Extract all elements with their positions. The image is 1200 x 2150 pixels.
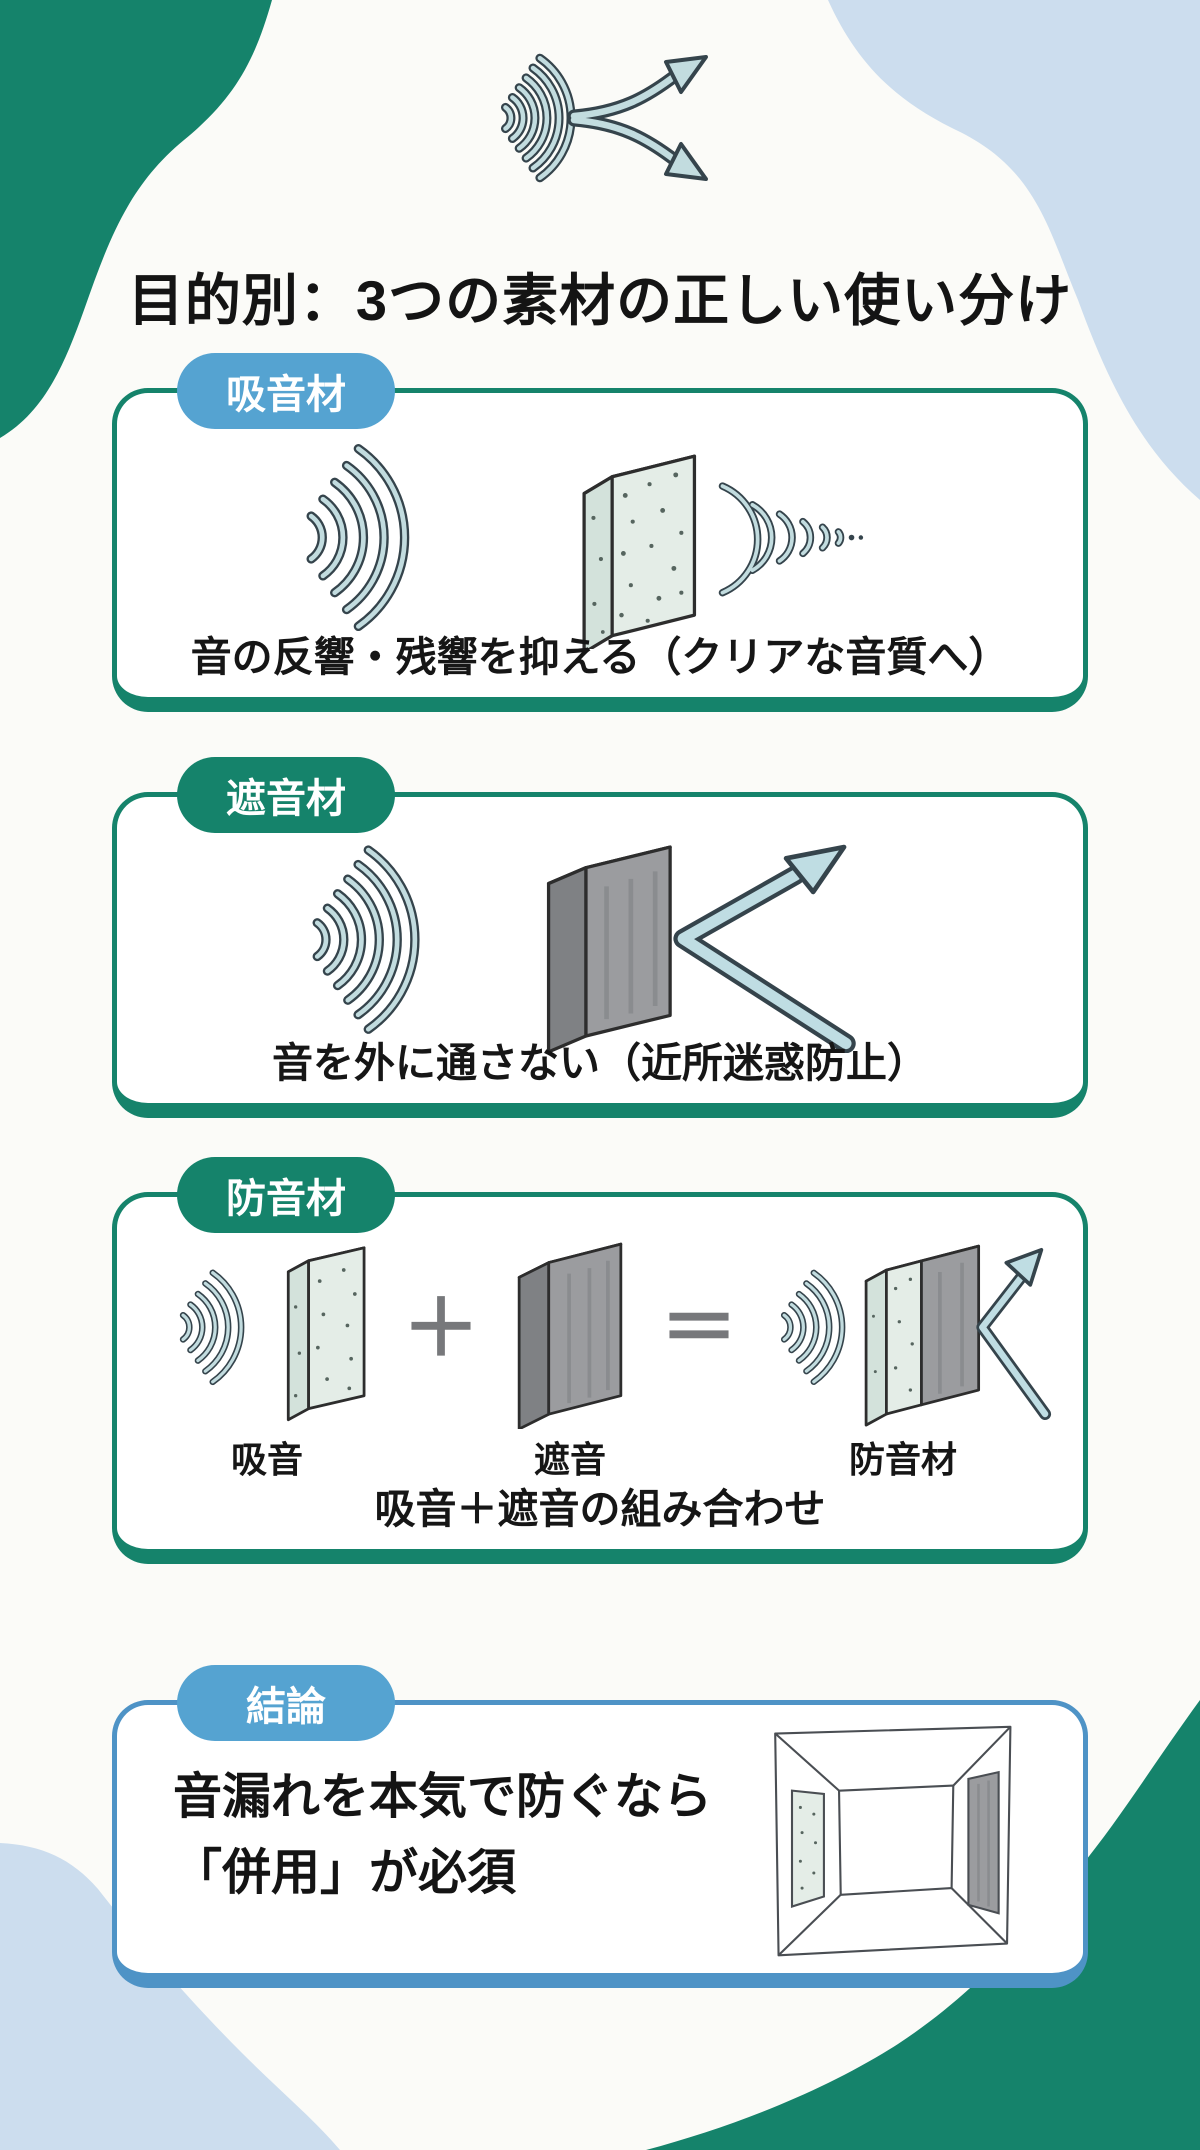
badge-blocker: 遮音材 [177, 757, 395, 833]
split-arrows [567, 55, 708, 181]
badge-absorber: 吸音材 [177, 353, 395, 429]
badge-conclusion: 結論 [177, 1665, 395, 1741]
card-absorber: 吸音材 [112, 353, 1088, 712]
combo-absorber-label: 吸音 [230, 1439, 303, 1480]
page-title: 目的別：3つの素材の正しい使い分け [127, 268, 1073, 332]
reflection-arrow [673, 844, 856, 1053]
room-blocker-panel [967, 1770, 1000, 1915]
conclusion-line-2: 「併用」が必須 [173, 1846, 517, 1900]
conclusion-line-1: 音漏れを本気で防ぐなら [173, 1770, 713, 1825]
combo-composite-label: 防音材 [849, 1439, 958, 1480]
incoming-wave-arcs [306, 444, 410, 632]
incoming-wave-arcs [312, 845, 420, 1034]
card-soundproof: 防音材 [112, 1157, 1088, 1564]
small-absorber-icon [179, 1246, 366, 1422]
badge-absorber-label: 吸音材 [226, 373, 346, 417]
soundproof-room-icon [774, 1725, 1012, 1957]
soundproof-caption: 吸音＋遮音の組み合わせ [374, 1486, 826, 1532]
room-absorber-panel [790, 1789, 825, 1908]
combo-blocker-label: 遮音 [533, 1439, 606, 1480]
card-conclusion: 結論 音漏れを本気で防ぐなら 「併用」が必須 [112, 1665, 1088, 1988]
waves-blocked-by-dense-panel-icon [312, 844, 856, 1053]
room-illustration [747, 1710, 1047, 1962]
small-blocker-icon [517, 1242, 623, 1429]
waves-into-porous-panel-icon [306, 444, 864, 649]
soundproof-illustration: 吸音 ＋ 遮音 ＝ [117, 1233, 1083, 1483]
wave-arcs [501, 53, 576, 183]
sound-split-icon [501, 53, 708, 183]
conclusion-text: 音漏れを本気で防ぐなら 「併用」が必須 [173, 1760, 747, 1912]
plus-operator: ＋ [401, 1284, 480, 1372]
badge-soundproof: 防音材 [177, 1157, 395, 1233]
combo-absorber: 吸音 [142, 1233, 392, 1483]
conclusion-body: 音漏れを本気で防ぐなら 「併用」が必須 [117, 1705, 1083, 1973]
combo-composite: 防音材 [748, 1233, 1058, 1483]
dense-panel [546, 845, 672, 1053]
equals-operator: ＝ [660, 1284, 739, 1372]
absorber-illustration [117, 427, 1083, 649]
combo-blocker: 遮音 [490, 1233, 650, 1483]
panel-streaks [604, 871, 658, 1020]
blocker-illustration [117, 831, 1083, 1053]
badge-blocker-label: 遮音材 [226, 777, 346, 821]
absorber-caption: 音の反響・残響を抑える（クリアな音質へ） [190, 634, 1010, 680]
card-blocker: 遮音材 [112, 757, 1088, 1118]
porous-panel [582, 454, 697, 649]
panel-speckles [591, 472, 684, 634]
blocker-caption: 音を外に通さない（近所迷惑防止） [272, 1040, 928, 1086]
badge-conclusion-label: 結論 [246, 1685, 326, 1729]
attenuated-wave-arcs [718, 482, 864, 597]
composite-panel-icon [780, 1244, 1052, 1427]
badge-soundproof-label: 防音材 [226, 1177, 346, 1221]
